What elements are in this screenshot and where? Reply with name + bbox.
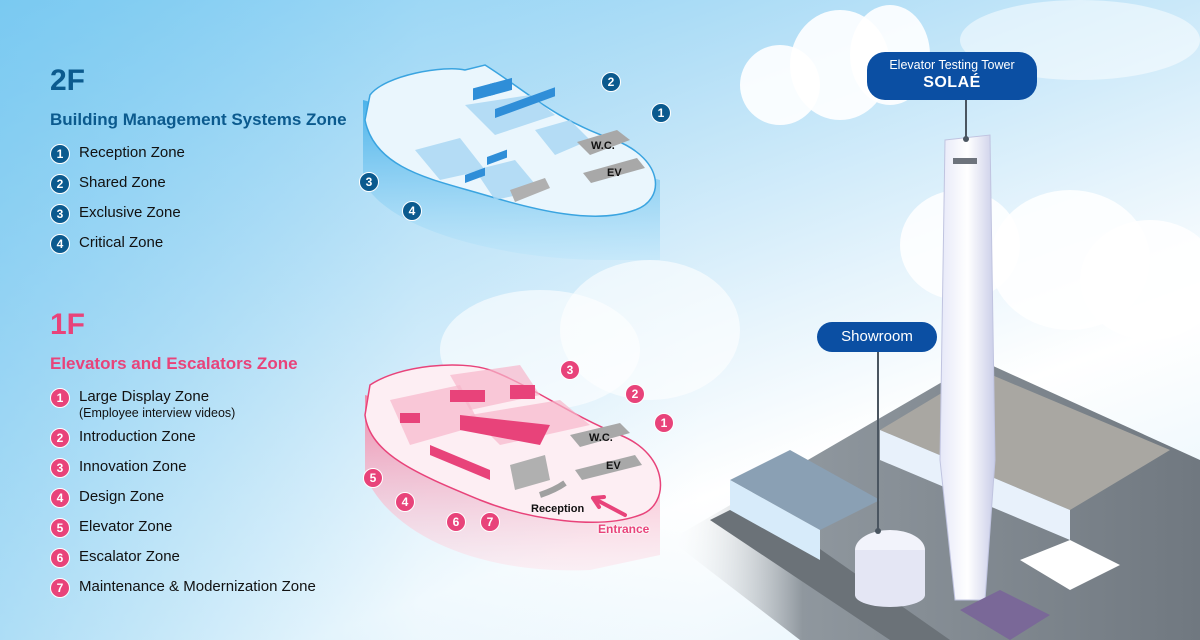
exhibit-block (400, 413, 420, 423)
marker-1f-4: 4 (395, 492, 415, 512)
office-building-roof (730, 450, 880, 530)
small-building (1020, 540, 1120, 590)
wc-label-1f: W.C. (589, 432, 613, 444)
legend-item-1f-7: 7 Maintenance & Modernization Zone (50, 578, 316, 608)
marker-1f-6: 6 (446, 512, 466, 532)
marker-2f-2: 2 (601, 72, 621, 92)
tower-leader-line (965, 100, 967, 138)
tower-leader-dot (963, 136, 969, 142)
ev-label-1f: EV (606, 460, 621, 472)
number-badge: 2 (50, 428, 70, 448)
exhibit-block (510, 385, 535, 399)
small-building-purple (960, 590, 1050, 640)
legend-1f: 1F Elevators and Escalators Zone 1 Large … (50, 310, 316, 608)
marker-1f-3: 3 (560, 360, 580, 380)
stairs-block (510, 455, 550, 490)
number-badge: 4 (50, 234, 70, 254)
legend-item-1f-6: 6 Escalator Zone (50, 548, 316, 578)
zone-label: Innovation Zone (79, 458, 187, 475)
legend-item-2f-3: 3 Exclusive Zone (50, 204, 347, 234)
legend-2f: 2F Building Management Systems Zone 1 Rec… (50, 66, 347, 264)
marker-2f-1: 1 (651, 103, 671, 123)
floor-plan-1f (364, 364, 662, 571)
reception-desk (539, 480, 567, 498)
exhibit-block (460, 415, 550, 445)
number-badge: 3 (50, 204, 70, 224)
tower-callout-name: SOLAÉ (923, 74, 981, 91)
zone-area-exclusive (415, 138, 485, 180)
legend-item-1f-5: 5 Elevator Zone (50, 518, 316, 548)
legend-item-2f-4: 4 Critical Zone (50, 234, 347, 264)
number-badge: 1 (50, 388, 70, 408)
exhibit-block (430, 445, 490, 480)
tower-callout-subtitle: Elevator Testing Tower (889, 58, 1015, 72)
equipment-block (490, 77, 512, 96)
equipment-block (495, 87, 555, 119)
marker-1f-1: 1 (654, 413, 674, 433)
number-badge: 1 (50, 144, 70, 164)
legend-item-2f-2: 2 Shared Zone (50, 174, 347, 204)
number-badge: 3 (50, 458, 70, 478)
floor-slab-top-2f (364, 64, 657, 217)
zone-label: Exclusive Zone (79, 204, 181, 221)
number-badge: 4 (50, 488, 70, 508)
marker-1f-5: 5 (363, 468, 383, 488)
wc-label-2f: W.C. (591, 140, 615, 152)
showroom-leader-dot (875, 528, 881, 534)
tower-callout: Elevator Testing Tower SOLAÉ (867, 52, 1037, 100)
entrance-label: Entrance (598, 522, 650, 536)
legend-item-2f-1: 1 Reception Zone (50, 144, 347, 174)
showroom-leader-line (877, 352, 879, 530)
zone-label: Design Zone (79, 488, 165, 505)
equipment-block (465, 167, 485, 183)
wc-block (570, 423, 630, 447)
zone-label: Shared Zone (79, 174, 166, 191)
legend-item-1f-3: 3 Innovation Zone (50, 458, 316, 488)
number-badge: 5 (50, 518, 70, 538)
legend-item-1f-1: 1 Large Display Zone(Employee interview v… (50, 388, 316, 428)
marker-2f-4: 4 (402, 201, 422, 221)
legend-item-1f-2: 2 Introduction Zone (50, 428, 316, 458)
ev-block (583, 158, 645, 183)
exhibit-block (450, 390, 485, 402)
zone-area-reception (535, 120, 590, 155)
equipment-block (487, 149, 507, 165)
zone-label: Reception Zone (79, 144, 185, 161)
zone-area-shared (465, 95, 555, 135)
reception-label: Reception (531, 503, 585, 515)
floor-label-2f: 2F (50, 64, 86, 97)
zone-label: Maintenance & Modernization Zone (79, 578, 316, 595)
zone-sublabel: (Employee interview videos) (79, 406, 236, 420)
stairs-block (510, 178, 550, 202)
equipment-block (473, 82, 495, 101)
campus-illustration (670, 134, 1200, 640)
floor-plan-2f (363, 64, 660, 260)
showroom-callout: Showroom (817, 322, 937, 352)
office-building-front (730, 480, 820, 560)
ev-block (575, 455, 642, 480)
zone-label: Elevator Zone (79, 518, 173, 535)
wc-block (577, 130, 630, 155)
marker-2f-3: 3 (359, 172, 379, 192)
zone-label: Escalator Zone (79, 548, 180, 565)
marker-1f-7: 7 (480, 512, 500, 532)
zone-label: Large Display Zone (79, 388, 210, 405)
number-badge: 6 (50, 548, 70, 568)
marker-1f-2: 2 (625, 384, 645, 404)
zone-label: Introduction Zone (79, 428, 196, 445)
number-badge: 7 (50, 578, 70, 598)
ev-label-2f: EV (607, 167, 622, 179)
zone-title-2f: Building Management Systems Zone (50, 110, 347, 129)
tower-vent (953, 158, 977, 164)
tower (939, 134, 996, 601)
entrance-arrow-icon (591, 495, 627, 517)
zone-title-1f: Elevators and Escalators Zone (50, 354, 298, 373)
number-badge: 2 (50, 174, 70, 194)
legend-item-1f-4: 4 Design Zone (50, 488, 316, 518)
floor-label-1f: 1F (50, 308, 86, 341)
zone-label: Critical Zone (79, 234, 164, 251)
